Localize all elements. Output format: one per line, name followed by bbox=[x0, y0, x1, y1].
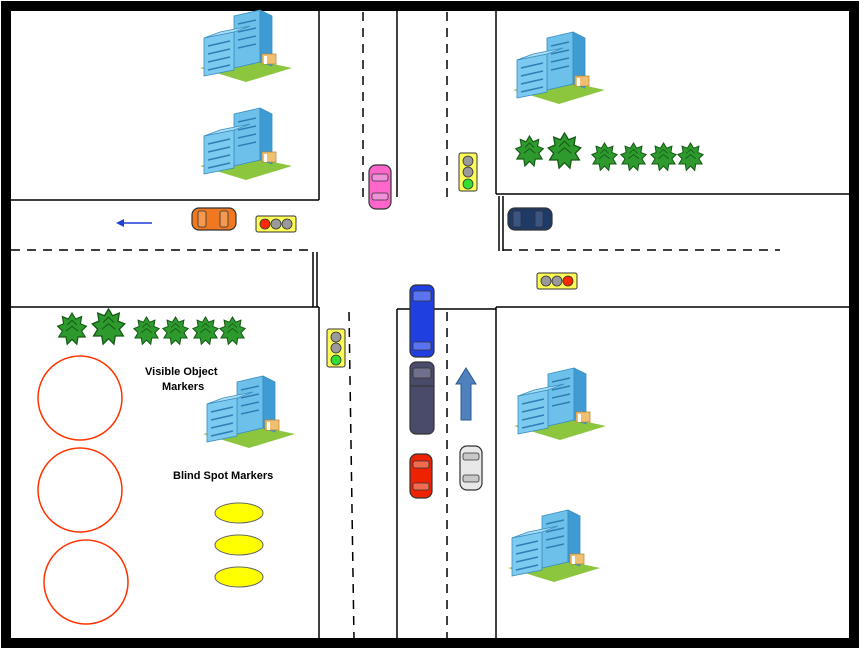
blind-marker bbox=[214, 502, 264, 524]
tree-icon bbox=[547, 132, 582, 169]
light-yellow bbox=[270, 218, 282, 230]
traffic-light-east bbox=[536, 272, 578, 290]
orange-car bbox=[191, 207, 237, 231]
tree-icon bbox=[650, 142, 677, 171]
white-car bbox=[459, 445, 483, 491]
light-green bbox=[462, 178, 474, 190]
building-icon bbox=[507, 509, 601, 583]
building-icon bbox=[512, 31, 606, 105]
blind-spot-markers-label: Blind Spot Markers bbox=[173, 470, 273, 482]
pink-car bbox=[368, 164, 392, 210]
blind-marker bbox=[214, 534, 264, 556]
light-red bbox=[259, 218, 271, 230]
tree-icon bbox=[677, 142, 704, 171]
tree-icon bbox=[620, 142, 647, 171]
building-icon bbox=[202, 375, 296, 449]
visible-object-markers bbox=[37, 355, 129, 625]
road-edges bbox=[11, 10, 855, 641]
tree-icon bbox=[219, 316, 246, 345]
direction-arrow-icon bbox=[455, 367, 477, 421]
light-green bbox=[330, 354, 342, 366]
tree-icon bbox=[591, 142, 618, 171]
tree-icon bbox=[515, 135, 544, 167]
light-green bbox=[540, 275, 552, 287]
tree-icon bbox=[162, 316, 189, 345]
blue-bus bbox=[409, 284, 435, 358]
direction-arrow-icon bbox=[116, 219, 152, 227]
light-yellow bbox=[330, 342, 342, 354]
light-green bbox=[281, 218, 293, 230]
light-yellow bbox=[462, 166, 474, 178]
building-icon bbox=[513, 367, 607, 441]
visible-marker bbox=[37, 355, 123, 441]
tree-icon bbox=[192, 316, 219, 345]
visible-marker bbox=[43, 539, 129, 625]
tree-icon bbox=[56, 312, 88, 345]
tree-row-southwest bbox=[56, 308, 246, 345]
blind-marker bbox=[214, 566, 264, 588]
visible-marker bbox=[37, 447, 123, 533]
lane-markings bbox=[11, 12, 780, 641]
red-car bbox=[409, 453, 433, 499]
building-icon bbox=[199, 9, 293, 83]
tree-row-northeast bbox=[515, 132, 704, 171]
tree-icon bbox=[91, 308, 126, 345]
visible-markers-label-line1: Visible Object bbox=[145, 366, 218, 378]
visible-markers-label-line2: Markers bbox=[162, 381, 204, 393]
light-red bbox=[562, 275, 574, 287]
light-red bbox=[330, 331, 342, 343]
traffic-light-south bbox=[326, 328, 346, 368]
building-icon bbox=[199, 107, 293, 181]
traffic-light-west bbox=[255, 215, 297, 233]
blind-spot-markers bbox=[214, 502, 264, 588]
traffic-light-north bbox=[458, 152, 478, 192]
light-red bbox=[462, 155, 474, 167]
tree-icon bbox=[133, 316, 160, 345]
dark-blue-car bbox=[507, 207, 553, 231]
light-yellow bbox=[551, 275, 563, 287]
dark-truck bbox=[409, 361, 435, 435]
